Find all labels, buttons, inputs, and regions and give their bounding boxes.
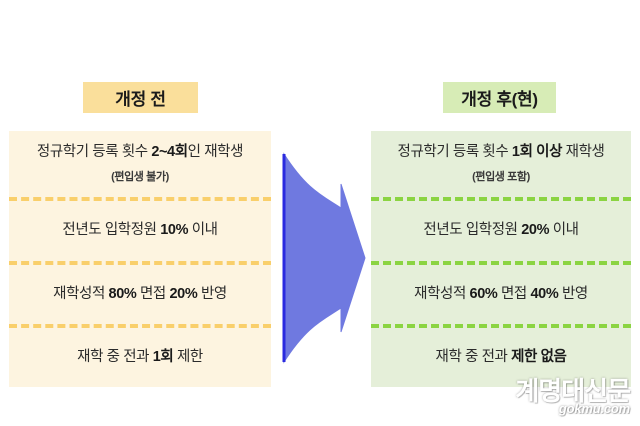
- watermark: 계명대신문 gokmu.com: [478, 376, 631, 422]
- after-row-1: 정규학기 등록 횟수 1회 이상 재학생 (편입생 포함): [371, 131, 631, 197]
- before-row-1-sub: (편입생 불가): [111, 170, 169, 183]
- after-divider-2: [371, 260, 631, 265]
- before-panel: 정규학기 등록 횟수 2~4회인 재학생 (편입생 불가) 전년도 입학정원 1…: [9, 131, 271, 387]
- before-row-2-main: 전년도 입학정원 10% 이내: [62, 222, 218, 239]
- before-row-2: 전년도 입학정원 10% 이내: [9, 201, 271, 261]
- right-arrow-icon: [281, 152, 367, 364]
- after-header-pill: 개정 후(현): [443, 82, 556, 113]
- before-row-3-main: 재학성적 80% 면접 20% 반영: [53, 285, 227, 302]
- after-row-4-main: 재학 중 전과 제한 없음: [435, 348, 567, 365]
- after-row-1-sub: (편입생 포함): [472, 170, 530, 183]
- arrow-shape: [283, 152, 366, 364]
- after-row-1-main: 정규학기 등록 횟수 1회 이상 재학생: [397, 144, 605, 161]
- before-header-label: 개정 전: [115, 90, 166, 109]
- watermark-title: 계명대신문: [515, 376, 631, 406]
- after-row-3-main: 재학성적 60% 면접 40% 반영: [414, 285, 588, 302]
- after-row-2-main: 전년도 입학정원 20% 이내: [423, 222, 579, 239]
- before-row-1: 정규학기 등록 횟수 2~4회인 재학생 (편입생 불가): [9, 131, 271, 197]
- after-row-4: 재학 중 전과 제한 없음: [371, 328, 631, 387]
- watermark-domain: gokmu.com: [558, 401, 630, 416]
- before-row-4-main: 재학 중 전과 1회 제한: [77, 348, 203, 365]
- before-row-4: 재학 중 전과 1회 제한: [9, 328, 271, 387]
- before-divider-3: [9, 323, 271, 328]
- right-arrow-svg: [282, 152, 366, 364]
- before-row-1-main: 정규학기 등록 횟수 2~4회인 재학생: [36, 144, 244, 161]
- after-row-3: 재학성적 60% 면접 40% 반영: [371, 265, 631, 324]
- before-header-pill: 개정 전: [83, 82, 198, 113]
- before-divider-2: [9, 260, 271, 265]
- before-row-3: 재학성적 80% 면접 20% 반영: [9, 265, 271, 324]
- after-divider-1: [371, 196, 631, 201]
- after-divider-3: [371, 323, 631, 328]
- after-header-label: 개정 후(현): [461, 90, 538, 109]
- after-panel: 정규학기 등록 횟수 1회 이상 재학생 (편입생 포함) 전년도 입학정원 2…: [371, 131, 631, 387]
- after-row-2: 전년도 입학정원 20% 이내: [371, 201, 631, 261]
- before-divider-1: [9, 196, 271, 201]
